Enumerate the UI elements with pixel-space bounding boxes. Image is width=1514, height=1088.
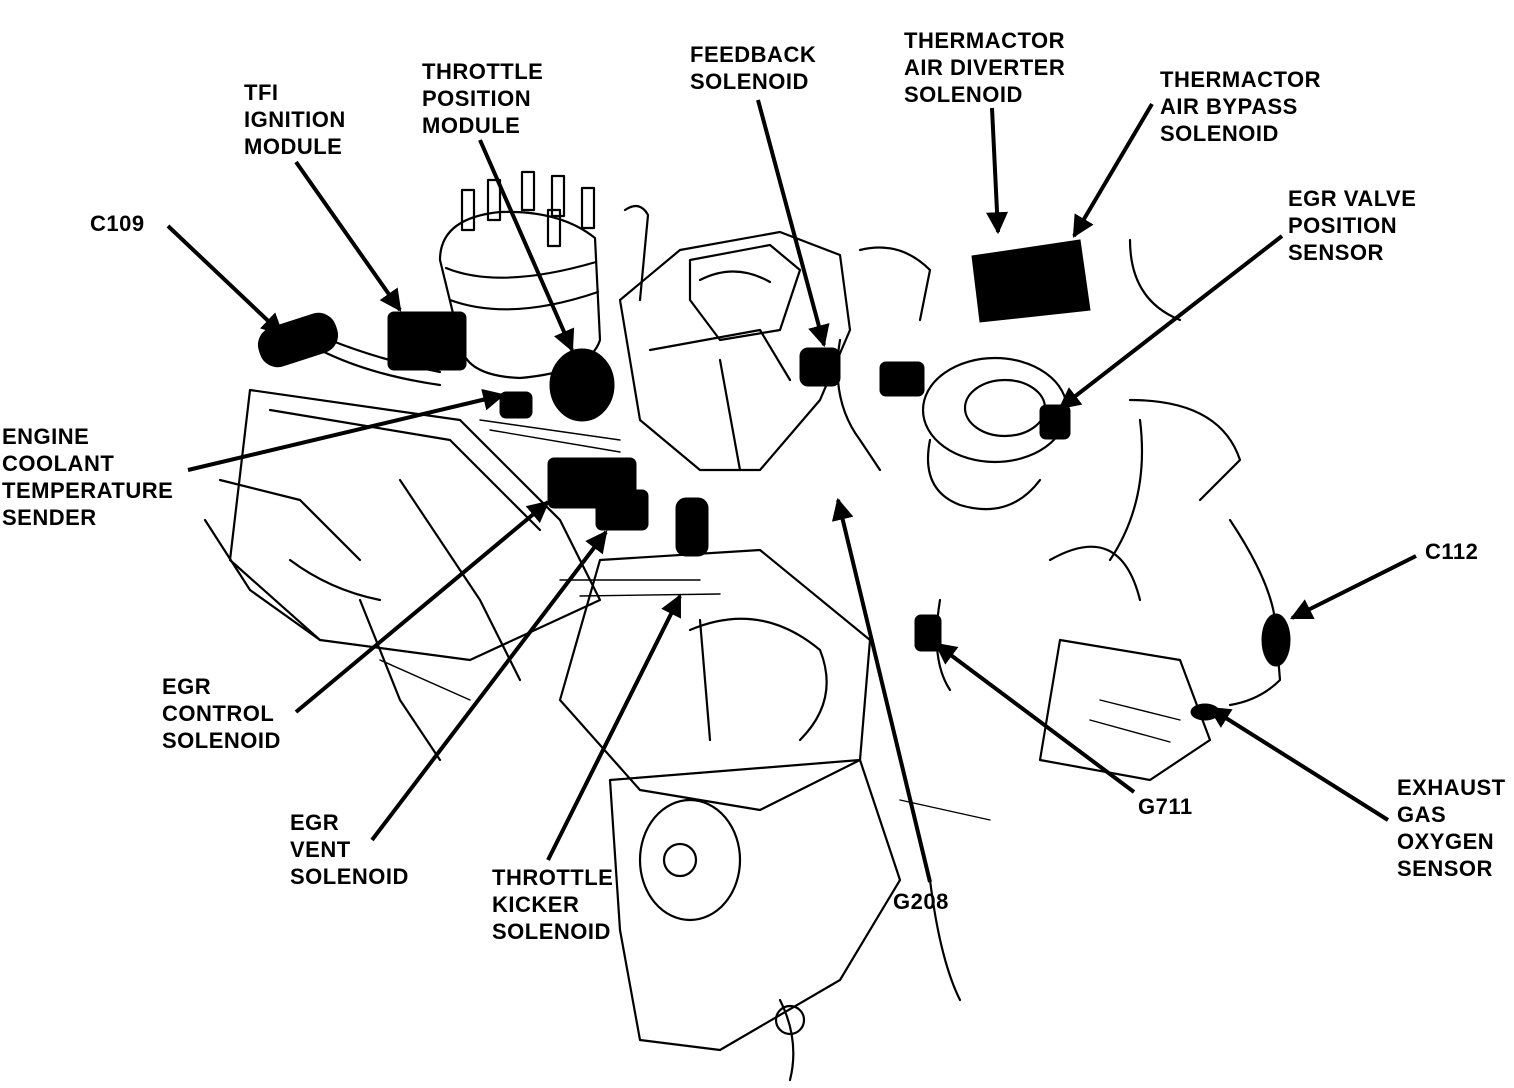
shading-lines [379,419,1181,821]
label-thermactor-air-bypass-solenoid: THERMACTOR AIR BYPASS SOLENOID [1160,67,1322,146]
engine-illustration [203,170,1282,1082]
leader-tpm [478,139,575,353]
leader-feedback [756,99,830,348]
egr-to-fbc-block [879,361,925,397]
intake-manifold [618,230,932,472]
leader-tabs [1072,102,1154,238]
label-engine-coolant-temperature-sender: ENGINE COOLANT TEMPERATURE SENDER [2,424,174,530]
c112-connector [1261,613,1291,667]
leader-g711 [934,642,1136,794]
label-exhaust-gas-oxygen-sensor: EXHAUST GAS OXYGEN SENSOR [1397,775,1506,881]
leader-ego [1208,706,1390,822]
leader-ects [187,388,506,472]
label-c109: C109 [90,211,145,236]
leader-c112 [1290,554,1417,620]
leader-g208 [831,497,932,883]
leader-tfi [294,160,402,312]
label-egr-control-solenoid: EGR CONTROL SOLENOID [162,674,281,753]
leader-lines [166,99,1417,883]
label-feedback-solenoid: FEEDBACK SOLENOID [690,42,817,94]
label-c112: C112 [1425,539,1479,564]
leader-egrcs [294,500,550,714]
feedback-solenoid [799,347,841,387]
leader-tks [546,594,682,861]
exhaust-manifold [1038,398,1242,782]
leader-c109 [166,224,284,336]
leader-egrvs [370,530,608,842]
label-egr-valve-position-sensor: EGR VALVE POSITION SENSOR [1288,186,1417,265]
label-thermactor-air-diverter-solenoid: THERMACTOR AIR DIVERTER SOLENOID [904,28,1066,107]
left-valve-cover [203,388,602,662]
label-g711: G711 [1138,794,1193,819]
egr-valve-position-sensor [1039,404,1071,440]
right-valve-cover [558,548,872,812]
label-g208: G208 [893,889,949,914]
g711-connector [914,614,942,652]
leader-tads [986,107,1009,235]
tfi-module [387,311,467,371]
label-throttle-position-module: THROTTLE POSITION MODULE [422,59,544,138]
throttle-position-module [549,348,615,422]
ect-sender [499,391,533,419]
thermactor-solenoid-assembly [971,239,1091,323]
label-tfi-ignition-module: TFI IGNITION MODULE [244,80,346,159]
distributor [438,170,650,380]
components [257,239,1291,721]
egr-vent-solenoid [595,489,649,531]
throttle-kicker-solenoid [675,497,709,557]
leader-egrvps [1058,234,1284,410]
timing-cover [608,758,902,1082]
label-throttle-kicker-solenoid: THROTTLE KICKER SOLENOID [492,865,614,944]
label-egr-vent-solenoid: EGR VENT SOLENOID [290,810,409,889]
